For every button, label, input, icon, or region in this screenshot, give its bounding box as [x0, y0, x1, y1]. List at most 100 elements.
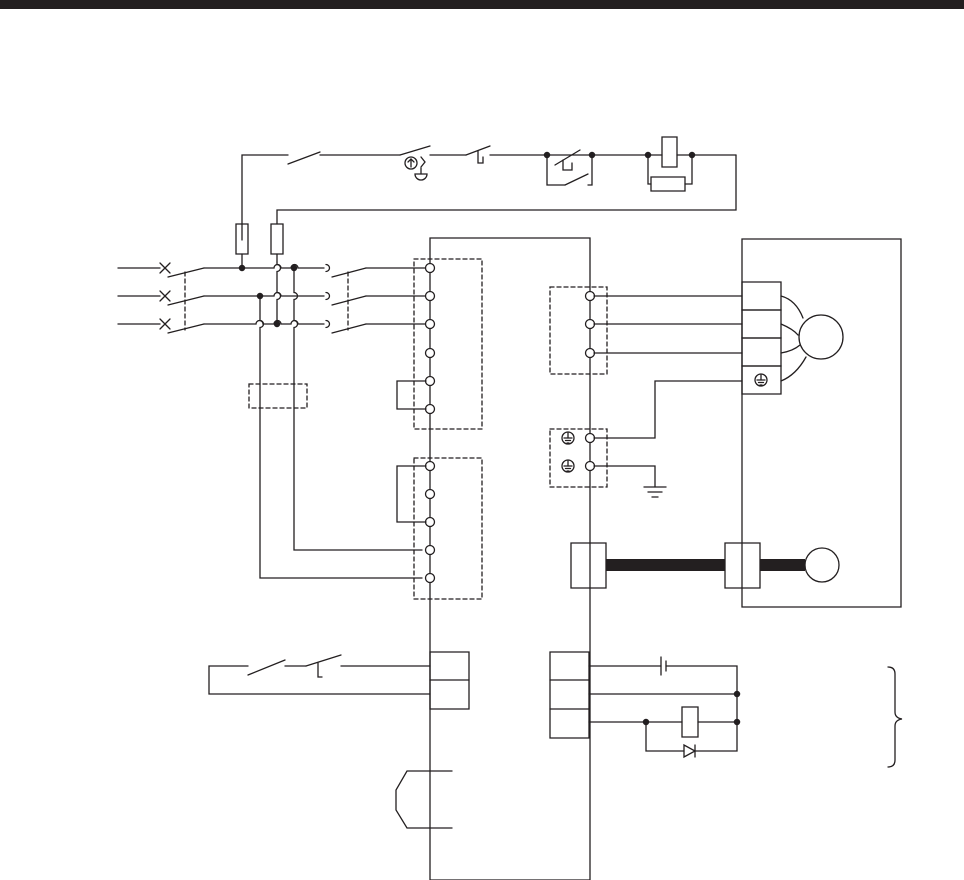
motor-housing: [742, 239, 901, 607]
stop-wire: [209, 666, 430, 694]
motor-output-terminals: [550, 287, 742, 374]
breaker-contact: [168, 268, 204, 277]
terminal-c: [426, 490, 435, 499]
terminal-pe-2: [586, 462, 595, 471]
encoder-cable-body: [606, 559, 725, 571]
circuit-breaker: [160, 263, 204, 333]
junction-dot: [643, 719, 648, 724]
mc-coil: [662, 137, 677, 167]
mc-hook: [326, 321, 330, 328]
junction-dot: [645, 152, 650, 157]
stop-push-actuator: [318, 663, 322, 677]
brace: [888, 667, 902, 767]
start-button: [555, 150, 580, 165]
breaker-contact: [168, 296, 204, 305]
breaker-contact: [168, 324, 204, 333]
timer-symbol: [405, 157, 427, 180]
earth-wire-motor: [594, 381, 742, 438]
diode-icon: [684, 745, 695, 757]
encoder-connector-amp: [571, 543, 606, 588]
dc-wire: [666, 666, 737, 694]
stop-button-actuator: [478, 151, 483, 163]
terminal-d: [426, 518, 435, 527]
motor-terminal-v: [742, 310, 781, 338]
relay-coil: [682, 707, 698, 737]
servo-amplifier: [430, 238, 590, 880]
surge-suppressor-wire: [685, 155, 692, 184]
control-wire: [242, 155, 288, 240]
jumper-wire: [397, 381, 426, 409]
terminal-block-frame: [550, 287, 607, 374]
optional-reactor: [249, 384, 307, 408]
servo-motor: [742, 239, 901, 607]
junction-dot: [689, 152, 694, 157]
terminal-l21: [426, 574, 435, 583]
mc-contact: [332, 268, 366, 277]
breaker-x-mark: [160, 263, 170, 273]
earth-icon: [562, 432, 574, 444]
stop-push-contact: [306, 655, 341, 666]
diode-wire: [646, 722, 684, 751]
terminal-block-frame: [414, 259, 482, 429]
self-hold-wire: [547, 155, 565, 185]
terminal-p: [426, 462, 435, 471]
connector-cn: [550, 652, 589, 738]
mc-hook: [326, 293, 330, 300]
terminal-w: [586, 349, 595, 358]
forced-stop-switch: [209, 655, 430, 694]
self-hold-contact: [565, 174, 588, 185]
control-switch: [288, 152, 320, 164]
magnetic-contactor: [326, 265, 426, 334]
motor-terminal-w: [742, 338, 781, 366]
encoder-cable: [571, 543, 805, 588]
junction-dot: [239, 265, 244, 270]
motor-winding-lead: [781, 296, 803, 318]
terminal-pe-1: [586, 434, 595, 443]
encoder-symbol: [805, 548, 839, 582]
terminal-l11: [426, 546, 435, 555]
power-terminal-block: [397, 259, 482, 429]
junction-dot: [544, 152, 549, 157]
protective-earth-terminals: [550, 381, 742, 497]
terminal-l3: [426, 320, 435, 329]
start-button-actuator: [563, 160, 572, 170]
terminal-l1: [426, 264, 435, 273]
motor-terminal-u: [742, 282, 781, 310]
motor-symbol: [799, 315, 843, 359]
relay-with-diode: [550, 652, 740, 757]
power-wire-l1: [204, 265, 324, 268]
break-contact: [400, 146, 430, 155]
surge-suppressor: [651, 177, 685, 191]
terminal-p1: [426, 377, 435, 386]
diode-wire: [695, 722, 737, 751]
junction-dot: [734, 719, 739, 724]
motor-winding-lead: [781, 345, 800, 353]
encoder-cable-body: [760, 559, 805, 571]
earth-wire-ground: [594, 466, 655, 487]
mc-contact: [332, 296, 366, 305]
mc-contact: [332, 324, 366, 333]
terminal-block-frame: [414, 458, 482, 599]
terminal-v: [586, 320, 595, 329]
display-connector: [396, 771, 452, 828]
power-wire-l2: [204, 293, 324, 296]
terminal-p2: [426, 405, 435, 414]
ground-icon: [644, 487, 666, 497]
breaker-x-mark: [160, 319, 170, 329]
motor-winding-lead: [781, 357, 806, 381]
terminal-l2: [426, 292, 435, 301]
main-power-wires: [204, 262, 422, 578]
io-connector: [430, 652, 469, 709]
self-hold-wire: [588, 155, 592, 185]
earth-icon: [562, 460, 574, 472]
fuse-2: [271, 224, 283, 254]
terminal-n: [426, 349, 435, 358]
dc-supply: [589, 657, 737, 694]
stop-contact: [248, 660, 285, 675]
three-phase-supply-lines: [118, 268, 160, 324]
earth-icon: [755, 374, 767, 386]
mc-hook: [326, 265, 330, 272]
io-wire: [589, 694, 737, 722]
terminal-u: [586, 292, 595, 301]
